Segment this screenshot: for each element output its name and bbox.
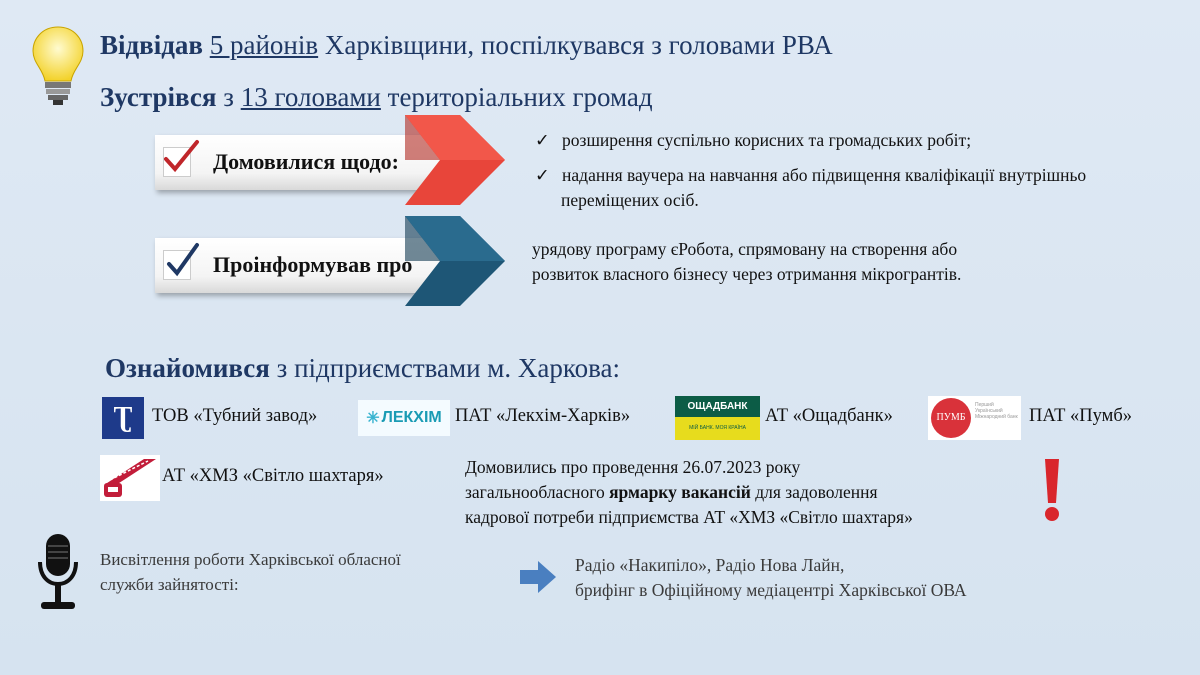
- enterprises-title: Ознайомився з підприємствами м. Харкова:: [105, 353, 620, 384]
- note-pre: загальнообласного: [465, 482, 605, 502]
- met-bold: Зустрівся: [100, 82, 217, 112]
- lightbulb-icon: [32, 26, 84, 105]
- informed-banner: Проінформував про: [155, 238, 445, 293]
- red-check-icon: [164, 140, 199, 173]
- oschadbank-logo-sub: МІЙ БАНК. МОЯ КРАЇНА: [675, 417, 760, 440]
- agreed-item-text: надання ваучера на навчання або підвищен…: [561, 165, 1087, 210]
- media-label: Висвітлення роботи Харківської обласної с…: [100, 547, 401, 597]
- informed-line: урядову програму єРобота, спрямовану на …: [532, 239, 958, 259]
- met-rest: територіальних громад: [387, 82, 653, 112]
- enterprises-title-rest: з підприємствами м. Харкова:: [276, 353, 620, 383]
- media-label-line: служби зайнятості:: [100, 575, 239, 594]
- note-line: кадрової потреби підприємства АТ «ХМЗ «С…: [465, 507, 913, 527]
- check-bullet-icon: ✓: [535, 130, 555, 150]
- note-line: Домовились про проведення 26.07.2023 рок…: [465, 457, 801, 477]
- pumb-logo-text: ПУМБ: [931, 398, 971, 438]
- khmz-logo: [100, 455, 160, 501]
- visited-line: Відвідав 5 районів Харківщини, поспілкув…: [100, 30, 833, 61]
- informed-label: Проінформував про: [213, 252, 413, 277]
- enterprises-title-bold: Ознайомився: [105, 353, 270, 383]
- media-outlets: Радіо «Накипіло», Радіо Нова Лайн, брифін…: [575, 553, 967, 603]
- agreed-banner: Домовилися щодо:: [155, 135, 445, 190]
- job-fair-note: Домовились про проведення 26.07.2023 рок…: [465, 455, 913, 530]
- red-chevron-icon: [405, 115, 505, 205]
- districts-count: 5 районів: [209, 30, 319, 60]
- oschadbank-logo-text: ОЩАДБАНК: [675, 396, 760, 417]
- media-label-line: Висвітлення роботи Харківської обласної: [100, 550, 401, 569]
- exclamation-icon: [1045, 459, 1059, 521]
- met-mid: з: [223, 82, 234, 112]
- lekhim-logo-text: ЛЕКХІМ: [381, 409, 442, 426]
- enterprise-name: АТ «ХМЗ «Світло шахтаря»: [162, 466, 384, 486]
- enterprise-name: АТ «Ощадбанк»: [765, 406, 893, 426]
- enterprise-name: ПАТ «Лекхім-Харків»: [455, 406, 631, 426]
- visited-rest: Харківщини, поспілкувався з головами РВА: [324, 30, 833, 60]
- agreed-item-2: ✓ надання ваучера на навчання або підвищ…: [535, 163, 1135, 213]
- check-bullet-icon: ✓: [535, 165, 555, 185]
- arrow-right-icon: [520, 561, 556, 593]
- agreed-item-text: розширення суспільно корисних та громадс…: [562, 130, 972, 150]
- agreed-item-1: ✓ розширення суспільно корисних та грома…: [535, 128, 971, 153]
- informed-line: розвиток власного бізнесу через отриманн…: [532, 264, 962, 284]
- note-post: для задоволення: [755, 482, 878, 502]
- visited-bold: Відвідав: [100, 30, 203, 60]
- note-line: загальнообласного ярмарку вакансій для з…: [465, 480, 913, 505]
- enterprise-name: ТОВ «Тубний завод»: [152, 406, 318, 426]
- media-outlet-line: Радіо «Накипіло», Радіо Нова Лайн,: [575, 555, 845, 575]
- enterprise-name: ПАТ «Пумб»: [1029, 406, 1133, 426]
- job-fair-bold: ярмарку вакансій: [609, 482, 751, 502]
- blue-check-icon: [167, 243, 199, 277]
- informed-text: урядову програму єРобота, спрямовану на …: [532, 237, 961, 287]
- agreed-label: Домовилися щодо:: [213, 149, 400, 174]
- tube-plant-logo: Ʈ: [102, 397, 144, 439]
- lekhim-logo: ✳ЛЕКХІМ: [358, 400, 450, 436]
- pumb-logo-sub: Перший Український Міжнародний банк: [975, 402, 1018, 420]
- media-outlet-line: брифінг в Офіційному медіацентрі Харківс…: [575, 580, 967, 600]
- blue-chevron-icon: [405, 216, 505, 306]
- heads-count: 13 головами: [240, 82, 381, 112]
- microphone-icon: [38, 534, 78, 609]
- met-line: Зустрівся з 13 головами територіальних г…: [100, 82, 653, 113]
